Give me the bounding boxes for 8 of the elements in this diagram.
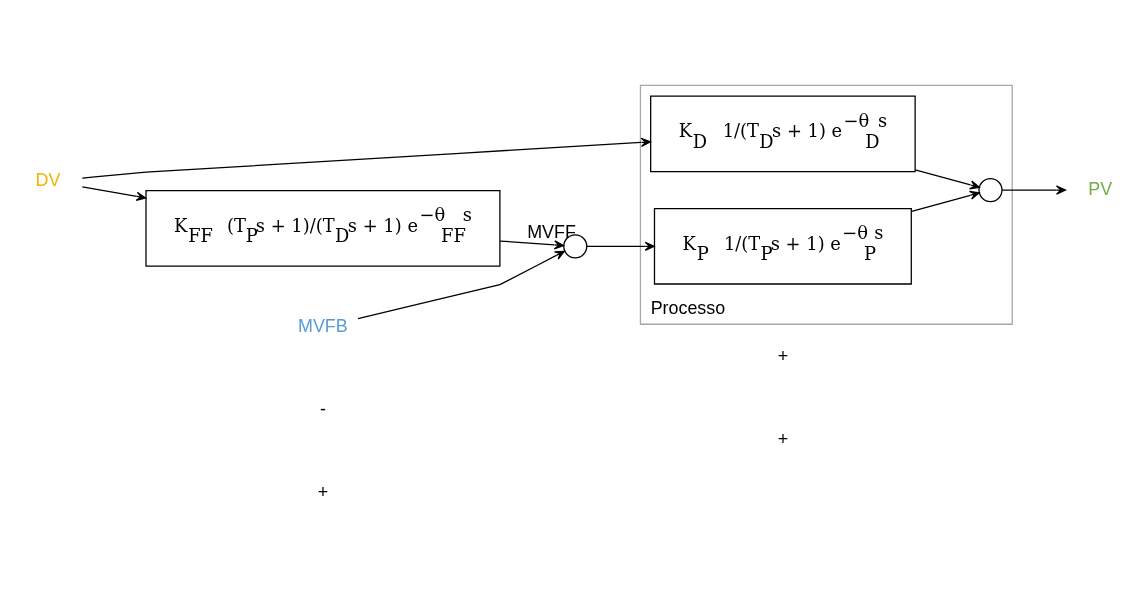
- label: -: [319, 398, 326, 419]
- label: +: [777, 345, 789, 366]
- node-text: MVFB: [298, 315, 348, 336]
- edge-label: MVFF: [527, 221, 576, 242]
- label: +: [777, 428, 789, 449]
- node-text: DV: [35, 169, 61, 190]
- label: +: [317, 481, 329, 502]
- node-text: PV: [1088, 178, 1113, 199]
